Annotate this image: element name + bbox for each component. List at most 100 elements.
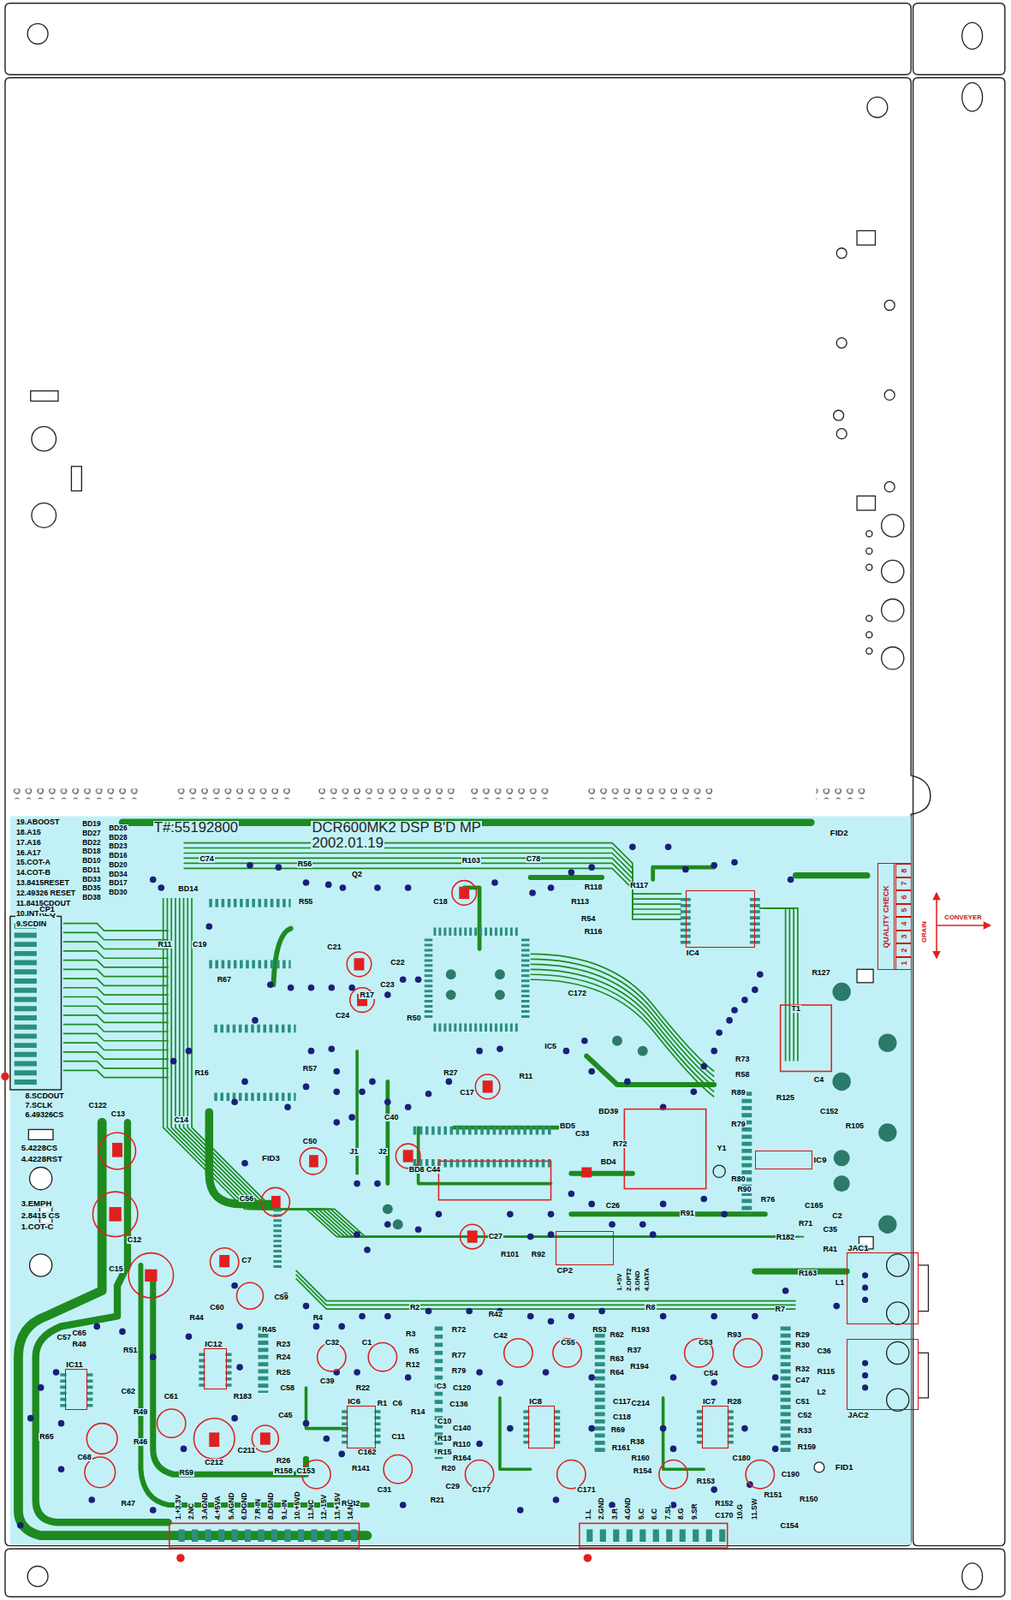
part-label: R63: [608, 1355, 625, 1363]
part-label: 1.L: [584, 1508, 592, 1521]
part-label: 16.A17: [15, 849, 42, 857]
part-label: BD33: [81, 875, 102, 883]
part-label: R194: [629, 1362, 649, 1371]
part-label: C7: [240, 1256, 252, 1265]
part-label: R37: [626, 1346, 643, 1355]
part-label: BD28: [107, 833, 128, 841]
part-label: 4.+5VA: [214, 1494, 221, 1520]
part-label: C54: [702, 1369, 719, 1378]
part-label: BD4: [600, 1158, 618, 1166]
part-label: R71: [797, 1219, 814, 1228]
part-label: R20: [440, 1464, 457, 1473]
part-label: R24: [275, 1353, 292, 1362]
part-label: R45: [261, 1326, 277, 1334]
part-label: R151: [762, 1491, 783, 1499]
part-label: R11: [517, 1072, 534, 1081]
part-name: IC6: [347, 1397, 361, 1406]
part-label: 19.ABOOST: [15, 818, 61, 827]
part-label: R22: [355, 1384, 371, 1392]
part-label: C27: [487, 1232, 504, 1241]
part-name: JAC2: [847, 1410, 869, 1420]
part-label: C62: [120, 1387, 137, 1396]
part-label: J1: [349, 1147, 360, 1156]
ic-outline: IC9: [755, 1150, 813, 1169]
part-label: BD11: [81, 866, 102, 874]
part-label: C53: [697, 1338, 714, 1347]
part-label: 1.COT-C: [20, 1222, 55, 1232]
part-label: 1.+5V: [616, 1272, 624, 1291]
part-label: R57: [302, 1064, 318, 1073]
part-label: R21: [429, 1496, 446, 1505]
check-number: 3: [899, 934, 908, 940]
part-label: R127: [810, 969, 831, 977]
part-label: R158: [273, 1467, 293, 1475]
part-label: C211: [236, 1446, 256, 1455]
part-label: 3.AGND: [201, 1491, 209, 1520]
part-label: C214: [630, 1399, 650, 1408]
part-label: BD20: [107, 861, 128, 869]
part-label: L1: [834, 1278, 845, 1287]
check-heading: QUALITY CHECK: [881, 885, 890, 948]
part-label: R193: [630, 1326, 650, 1334]
part-label: R93: [726, 1331, 743, 1339]
check-cell: 2: [895, 943, 912, 957]
part-label: CP1: [38, 905, 55, 914]
part-label: R38: [629, 1438, 645, 1446]
part-label: C10: [436, 1417, 452, 1426]
part-label: 13.8415RESET: [15, 879, 71, 887]
part-label: R53: [591, 1326, 607, 1334]
part-label: R32: [794, 1365, 810, 1374]
part-label: C33: [574, 1129, 590, 1138]
part-label: R183: [232, 1392, 253, 1401]
part-label: R152: [713, 1499, 734, 1508]
part-label: 3.GND: [634, 1269, 642, 1292]
part-label: 10.G: [736, 1503, 744, 1521]
part-label: C14: [173, 1116, 190, 1124]
part-label: R89: [730, 1088, 746, 1097]
part-label: 4.DATA: [643, 1266, 651, 1292]
part-label: 6.49326CS: [24, 1111, 66, 1119]
part-label: FID1: [834, 1462, 855, 1472]
part-label: R153: [695, 1477, 716, 1486]
part-name: IC7: [702, 1397, 716, 1406]
part-label: GRAIN: [921, 920, 928, 944]
part-label: C190: [780, 1470, 801, 1479]
part-label: R30: [794, 1341, 810, 1350]
part-label: C162: [356, 1448, 377, 1457]
part-label: C45: [277, 1411, 293, 1420]
part-label: C29: [445, 1482, 461, 1491]
part-label: CONVEYER: [943, 914, 982, 922]
part-label: R42: [487, 1310, 504, 1319]
part-label: C120: [451, 1384, 472, 1392]
part-label: R26: [275, 1457, 292, 1465]
part-label: R13: [436, 1434, 452, 1443]
part-label: C21: [326, 943, 342, 952]
part-label: R73: [734, 1055, 750, 1064]
ic-outline: IC6: [346, 1405, 375, 1449]
part-label: BD16: [107, 851, 128, 859]
part-label: T1: [790, 1005, 802, 1013]
part-label: C31: [376, 1486, 393, 1494]
check-number: 8: [899, 868, 908, 873]
part-label: R154: [632, 1467, 653, 1475]
part-label: R11: [157, 940, 173, 949]
part-label: C51: [794, 1397, 810, 1406]
part-label: R69: [610, 1426, 626, 1434]
part-label: R116: [583, 927, 604, 936]
part-label: C19: [191, 940, 208, 949]
part-label: C78: [525, 855, 542, 863]
ic-outline: IC8: [528, 1405, 555, 1449]
part-label: C1: [361, 1338, 373, 1347]
part-label: R58: [734, 1070, 750, 1079]
part-label: 8.DGND: [267, 1491, 274, 1520]
part-label: FID2: [829, 828, 850, 838]
part-label: R105: [844, 1122, 865, 1130]
part-label: 2.GND: [597, 1496, 605, 1520]
part-label: R72: [612, 1140, 628, 1148]
part-label: R33: [796, 1427, 813, 1435]
part-label: 7.SCLK: [24, 1101, 54, 1110]
part-label: R16: [193, 1069, 209, 1077]
part-label: R48: [71, 1340, 87, 1349]
part-label: R115: [815, 1367, 836, 1376]
part-label: R12: [404, 1361, 421, 1369]
